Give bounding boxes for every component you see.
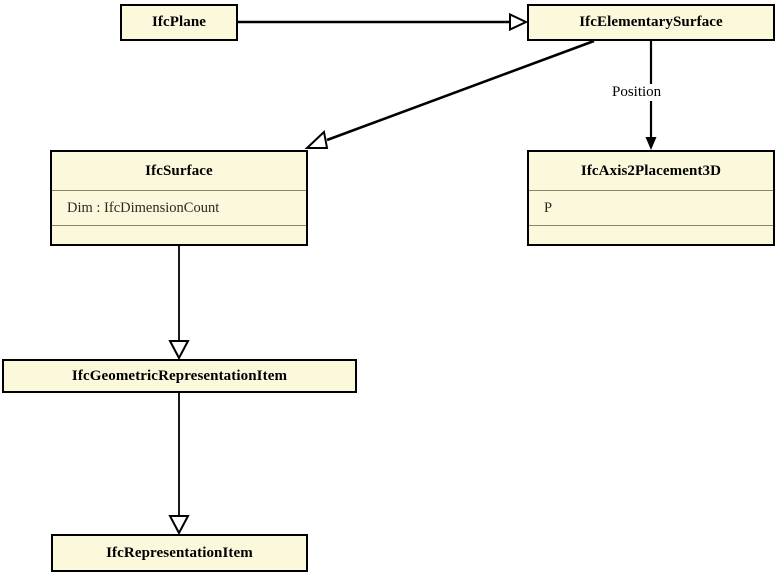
class-attribute-ifcsurface-dim: Dim : IfcDimensionCount [52,190,306,225]
class-name-ifcgeometricrepresentationitem: IfcGeometricRepresentationItem [71,367,288,384]
class-node-ifcgeometricrepresentationitem[interactable]: IfcGeometricRepresentationItem [2,359,357,393]
class-name-ifcrepresentationitem: IfcRepresentationItem [106,544,253,561]
edge-ifcelementarysurface-to-ifcsurface [304,39,595,149]
class-node-ifcaxis2placement3d[interactable]: IfcAxis2Placement3D P [527,150,775,246]
class-name-ifcelementarysurface: IfcElementarySurface [579,14,723,30]
class-attribute-ifcaxis2placement3d-p: P [529,190,773,225]
edge-ifcplane-to-ifcelementarysurface [238,12,529,32]
edge-label-position: Position [611,84,663,101]
class-node-ifcsurface[interactable]: IfcSurface Dim : IfcDimensionCount [50,150,308,246]
class-node-ifcplane[interactable]: IfcPlane [120,4,238,41]
class-name-ifcaxis2placement3d: IfcAxis2Placement3D [580,162,722,179]
class-name-ifcsurface: IfcSurface [145,162,213,179]
class-node-ifcelementarysurface[interactable]: IfcElementarySurface [527,4,775,41]
class-node-ifcrepresentationitem[interactable]: IfcRepresentationItem [51,534,308,572]
class-operations-ifcsurface [52,225,306,244]
edge-ifcgeometricrepresentationitem-to-ifcrepresentationitem [168,393,190,536]
class-operations-ifcaxis2placement3d [529,225,773,244]
edge-ifcsurface-to-ifcgeometricrepresentationitem [168,246,190,361]
class-name-ifcplane: IfcPlane [151,14,207,30]
